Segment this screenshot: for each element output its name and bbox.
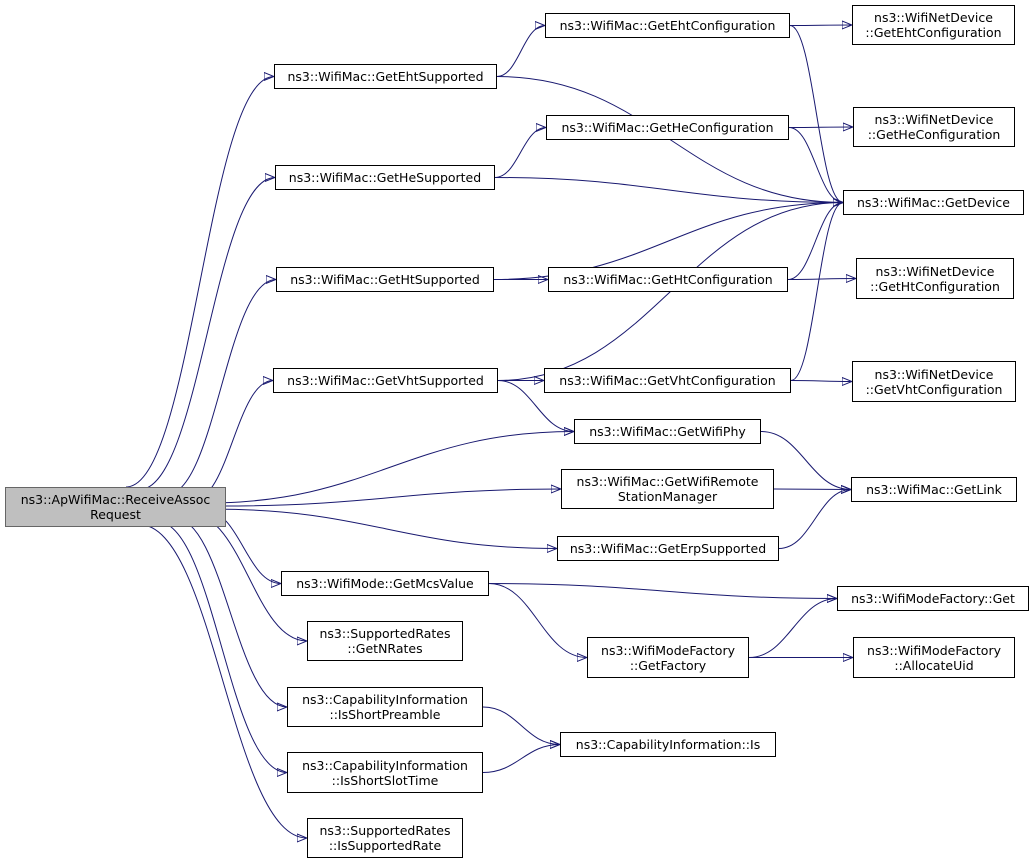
node-is-short-preamble[interactable]: ns3::CapabilityInformation ::IsShortPrea… — [287, 687, 483, 727]
node-wifi-mode-factory-allocate-uid-line-1: ns3::WifiModeFactory — [867, 642, 1001, 658]
node-netdevice-get-vht-configuration-line-1: ns3::WifiNetDevice — [874, 366, 994, 382]
node-get-n-rates[interactable]: ns3::SupportedRates ::GetNRates — [307, 621, 463, 661]
node-get-he-supported[interactable]: ns3::WifiMac::GetHeSupported — [275, 165, 495, 190]
edge-root-to-get-he-supported — [139, 178, 275, 491]
edge-wifi-mode-factory-get-factory-to-wifi-mode-factory-get — [748, 599, 837, 658]
edge-is-short-slot-time-to-capability-information-is — [482, 745, 560, 773]
node-get-device-label: ns3::WifiMac::GetDevice — [856, 195, 1010, 210]
node-get-mcs-value[interactable]: ns3::WifiMode::GetMcsValue — [281, 571, 489, 596]
node-netdevice-get-ht-configuration-line-1: ns3::WifiNetDevice — [875, 263, 995, 279]
edge-root-to-get-wifi-phy — [206, 432, 574, 504]
node-netdevice-get-he-configuration-line-1: ns3::WifiNetDevice — [874, 112, 994, 127]
edge-root-to-is-short-slot-time — [156, 520, 287, 773]
node-get-erp-supported-label: ns3::WifiMac::GetErpSupported — [569, 541, 767, 556]
edge-root-to-get-erp-supported — [215, 508, 557, 548]
node-netdevice-get-he-configuration[interactable]: ns3::WifiNetDevice ::GetHeConfiguration — [853, 107, 1015, 147]
node-get-wifi-remote-station-manager[interactable]: ns3::WifiMac::GetWifiRemote StationManag… — [561, 469, 774, 509]
node-get-he-configuration-label: ns3::WifiMac::GetHeConfiguration — [561, 120, 774, 135]
edge-get-eht-configuration-to-get-device — [789, 25, 844, 203]
node-get-vht-supported[interactable]: ns3::WifiMac::GetVhtSupported — [273, 368, 498, 393]
node-get-ht-supported-label: ns3::WifiMac::GetHtSupported — [290, 272, 480, 287]
node-get-wifi-phy[interactable]: ns3::WifiMac::GetWifiPhy — [574, 419, 761, 444]
node-get-wifi-remote-station-manager-line-1: ns3::WifiMac::GetWifiRemote — [576, 474, 759, 489]
node-netdevice-get-eht-configuration-line-2: ::GetEhtConfiguration — [865, 25, 1002, 40]
node-netdevice-get-ht-configuration[interactable]: ns3::WifiNetDevice ::GetHtConfiguration — [856, 258, 1014, 299]
node-get-eht-configuration-label: ns3::WifiMac::GetEhtConfiguration — [559, 18, 776, 33]
node-is-short-slot-time-line-2: ::IsShortSlotTime — [331, 772, 439, 788]
edge-root-to-get-wifi-remote-station-manager — [221, 489, 561, 507]
edge-root-to-is-short-preamble — [173, 517, 287, 707]
node-wifi-mode-factory-get-factory-line-2: ::GetFactory — [629, 657, 707, 673]
node-get-vht-configuration-label: ns3::WifiMac::GetVhtConfiguration — [559, 373, 776, 388]
node-get-ht-configuration-label: ns3::WifiMac::GetHtConfiguration — [563, 272, 773, 287]
node-get-erp-supported[interactable]: ns3::WifiMac::GetErpSupported — [557, 536, 779, 561]
edge-get-vht-supported-to-get-wifi-phy — [497, 380, 574, 432]
node-root-line-1: ns3::ApWifiMac::ReceiveAssoc — [20, 492, 211, 507]
edge-get-eht-supported-to-get-eht-configuration — [496, 26, 546, 77]
edge-get-vht-configuration-to-netdevice-get-vht-configuration — [790, 381, 852, 382]
edge-get-he-configuration-to-netdevice-get-he-configuration — [788, 127, 853, 128]
node-wifi-mode-factory-allocate-uid[interactable]: ns3::WifiModeFactory ::AllocateUid — [853, 637, 1015, 678]
node-is-supported-rate[interactable]: ns3::SupportedRates ::IsSupportedRate — [307, 818, 463, 858]
edge-root-to-get-ht-supported — [166, 280, 276, 496]
node-netdevice-get-vht-configuration[interactable]: ns3::WifiNetDevice ::GetVhtConfiguration — [852, 361, 1016, 402]
node-get-n-rates-line-1: ns3::SupportedRates — [319, 626, 451, 641]
node-netdevice-get-he-configuration-line-2: ::GetHeConfiguration — [867, 127, 1001, 142]
node-get-he-supported-label: ns3::WifiMac::GetHeSupported — [288, 170, 482, 185]
edge-get-mcs-value-to-wifi-mode-factory-get-factory — [488, 583, 587, 658]
node-netdevice-get-eht-configuration-line-1: ns3::WifiNetDevice — [874, 10, 993, 25]
edge-get-eht-configuration-to-netdevice-get-eht-configuration — [789, 25, 852, 26]
node-is-short-slot-time-line-1: ns3::CapabilityInformation — [302, 757, 468, 773]
node-is-short-preamble-line-1: ns3::CapabilityInformation — [302, 692, 468, 707]
node-capability-information-is[interactable]: ns3::CapabilityInformation::Is — [560, 732, 776, 757]
edge-root-to-is-supported-rate — [138, 523, 307, 838]
edge-get-vht-configuration-to-get-device — [790, 203, 844, 381]
node-get-device[interactable]: ns3::WifiMac::GetDevice — [843, 190, 1024, 215]
edge-root-to-get-eht-supported — [125, 77, 274, 488]
node-root[interactable]: ns3::ApWifiMac::ReceiveAssoc Request — [5, 487, 226, 527]
node-get-eht-supported[interactable]: ns3::WifiMac::GetEhtSupported — [274, 64, 497, 89]
edge-get-wifi-remote-station-manager-to-get-link — [773, 489, 851, 490]
node-wifi-mode-factory-get-label: ns3::WifiModeFactory::Get — [851, 591, 1015, 606]
node-get-ht-configuration[interactable]: ns3::WifiMac::GetHtConfiguration — [548, 267, 788, 292]
node-get-wifi-phy-label: ns3::WifiMac::GetWifiPhy — [589, 424, 746, 439]
node-get-n-rates-line-2: ::GetNRates — [347, 641, 423, 656]
edge-get-ht-configuration-to-get-device — [787, 203, 844, 280]
node-get-link-label: ns3::WifiMac::GetLink — [866, 482, 1002, 497]
node-wifi-mode-factory-get-factory[interactable]: ns3::WifiModeFactory ::GetFactory — [587, 637, 749, 678]
node-capability-information-is-label: ns3::CapabilityInformation::Is — [575, 737, 761, 752]
node-get-vht-supported-label: ns3::WifiMac::GetVhtSupported — [287, 373, 484, 388]
node-get-he-configuration[interactable]: ns3::WifiMac::GetHeConfiguration — [546, 115, 789, 140]
edge-get-erp-supported-to-get-link — [778, 490, 851, 549]
edge-get-mcs-value-to-wifi-mode-factory-get — [488, 583, 837, 599]
node-get-ht-supported[interactable]: ns3::WifiMac::GetHtSupported — [276, 267, 494, 292]
edge-is-short-preamble-to-capability-information-is — [482, 706, 560, 745]
node-get-eht-supported-label: ns3::WifiMac::GetEhtSupported — [287, 69, 484, 84]
node-is-short-slot-time[interactable]: ns3::CapabilityInformation ::IsShortSlot… — [287, 752, 483, 793]
node-wifi-mode-factory-get-factory-line-1: ns3::WifiModeFactory — [601, 642, 735, 658]
node-wifi-mode-factory-allocate-uid-line-2: ::AllocateUid — [894, 657, 974, 673]
edge-get-ht-configuration-to-netdevice-get-ht-configuration — [787, 279, 856, 280]
edge-get-he-supported-to-get-device — [494, 177, 843, 203]
node-netdevice-get-vht-configuration-line-2: ::GetVhtConfiguration — [865, 381, 1003, 397]
edge-get-he-supported-to-get-he-configuration — [494, 128, 547, 178]
node-get-vht-configuration[interactable]: ns3::WifiMac::GetVhtConfiguration — [544, 368, 791, 393]
node-is-supported-rate-line-1: ns3::SupportedRates — [319, 823, 451, 838]
node-get-wifi-remote-station-manager-line-2: StationManager — [617, 489, 718, 504]
node-wifi-mode-factory-get[interactable]: ns3::WifiModeFactory::Get — [837, 586, 1029, 611]
edge-get-wifi-phy-to-get-link — [760, 431, 851, 490]
node-netdevice-get-ht-configuration-line-2: ::GetHtConfiguration — [870, 278, 1000, 294]
node-get-eht-configuration[interactable]: ns3::WifiMac::GetEhtConfiguration — [545, 13, 790, 38]
node-get-mcs-value-label: ns3::WifiMode::GetMcsValue — [296, 576, 474, 591]
node-is-supported-rate-line-2: ::IsSupportedRate — [328, 838, 442, 853]
node-root-line-2: Request — [90, 507, 141, 522]
node-is-short-preamble-line-2: ::IsShortPreamble — [329, 707, 441, 722]
node-get-link[interactable]: ns3::WifiMac::GetLink — [851, 477, 1017, 502]
node-netdevice-get-eht-configuration[interactable]: ns3::WifiNetDevice ::GetEhtConfiguration — [852, 5, 1015, 45]
edge-get-he-configuration-to-get-device — [788, 127, 844, 203]
